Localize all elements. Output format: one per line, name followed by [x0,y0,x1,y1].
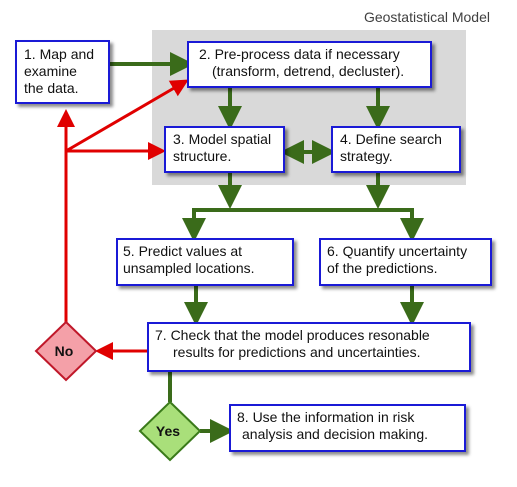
region-title: Geostatistical Model [363,9,490,25]
step-6-line-2: of the predictions. [327,260,438,276]
step-2-preprocess: 2. Pre-process data if necessary (transf… [187,41,432,88]
arrow-to-step2 [65,79,189,153]
step-1-line-3: the data. [24,80,79,96]
step-3-line-1: 3. Model spatial [173,131,272,147]
no-label: No [54,343,74,359]
step-5-line-2: unsampled locations. [123,260,255,276]
step-8-use-information: 8. Use the information in risk analysis … [229,404,466,452]
step-5-predict-values: 5. Predict values at unsampled locations… [116,238,294,286]
step-8-line-2: analysis and decision making. [242,426,428,442]
step-6-quantify-uncertainty: 6. Quantify uncertainty of the predictio… [319,238,492,286]
step-7-check-model: 7. Check that the model produces resonab… [147,322,471,372]
step-1-map-examine: 1. Map and examine the data. [15,40,110,104]
step-2-line-2: (transform, detrend, decluster). [212,63,405,79]
step-3-model-structure: 3. Model spatial structure. [164,126,285,173]
step-4-line-2: strategy. [340,148,393,164]
step-4-line-1: 4. Define search [340,131,442,147]
yes-label: Yes [155,423,181,439]
step-2-line-1: 2. Pre-process data if necessary [199,46,400,62]
yes-decision-diamond [138,400,202,462]
step-6-line-1: 6. Quantify uncertainty [327,243,468,259]
step-1-line-1: 1. Map and [24,46,95,62]
no-decision-diamond [34,320,98,382]
step-5-line-1: 5. Predict values at [123,243,243,259]
step-7-line-1: 7. Check that the model produces resonab… [155,327,430,343]
step-7-line-2: results for predictions and uncertaintie… [173,344,421,360]
step-4-search-strategy: 4. Define search strategy. [331,126,461,173]
step-8-line-1: 8. Use the information in risk [237,409,415,425]
step-3-line-2: structure. [173,148,232,164]
step-1-line-2: examine [24,63,77,79]
